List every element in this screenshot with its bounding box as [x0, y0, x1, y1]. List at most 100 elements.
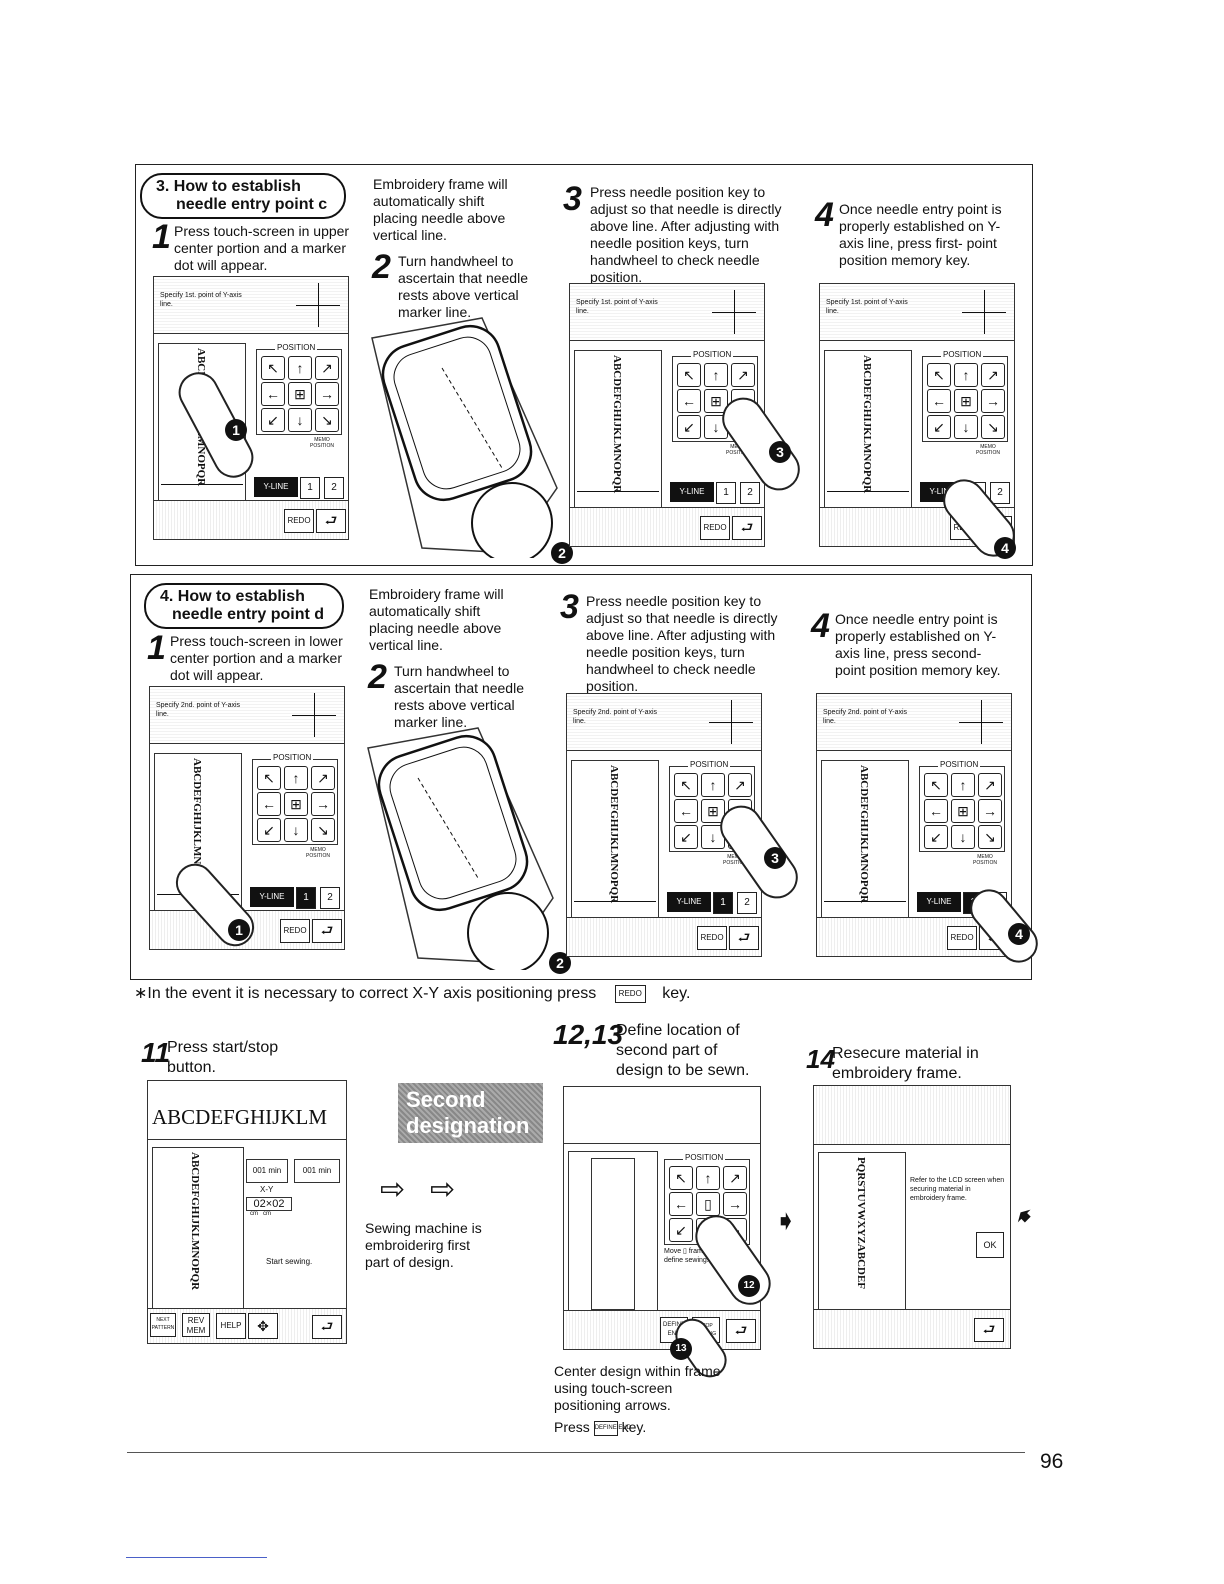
y-line-button[interactable]: Y-LINE	[670, 482, 714, 502]
memory-key-1[interactable]: 1	[713, 892, 733, 914]
arrow-down-left-icon[interactable]: ↙	[257, 818, 281, 842]
arrow-up-icon[interactable]: ↑	[701, 773, 725, 797]
arrow-up-left-icon[interactable]: ↖	[674, 773, 698, 797]
layout-icon[interactable]: ✥	[248, 1313, 278, 1339]
memory-key-2[interactable]: 2	[740, 482, 760, 504]
arrow-up-right-icon[interactable]: ↗	[311, 766, 335, 790]
design-preview[interactable]: ABCDEFGHIJKLMNOPQR	[152, 1147, 244, 1309]
y-line-button[interactable]: Y-LINE	[254, 477, 298, 497]
lcd-screen-define[interactable]: POSITION ↖ ↑ ↗ ← ▯ → ↙ ↓ ↘ Move ▯ frame …	[563, 1086, 761, 1350]
design-preview[interactable]: ABCDEFGHIJKLMNOPQR	[571, 760, 659, 926]
arrow-up-right-icon[interactable]: ↗	[728, 773, 752, 797]
memory-key-1[interactable]: 1	[296, 887, 316, 909]
arrow-down-left-icon[interactable]: ↙	[677, 415, 701, 439]
rev-mem-button[interactable]: REV MEM	[182, 1313, 210, 1337]
design-preview[interactable]: ABCDEFGHIJKLMNOPQR	[821, 760, 909, 926]
arrow-down-left-icon[interactable]: ↙	[261, 408, 285, 432]
arrow-up-icon[interactable]: ↑	[704, 363, 728, 387]
lcd-screen-secure[interactable]: PQRSTUVWXYZABCDEF Refer to the LCD scree…	[813, 1085, 1011, 1349]
design-preview[interactable]	[568, 1151, 658, 1315]
center-icon[interactable]: ⊞	[951, 799, 975, 823]
arrow-up-right-icon[interactable]: ↗	[981, 363, 1005, 387]
arrow-up-icon[interactable]: ↑	[954, 363, 978, 387]
lcd-screen-c1[interactable]: Specify 1st. point of Y-axis line. ABCDE…	[153, 276, 349, 540]
arrow-right-icon[interactable]: →	[978, 799, 1002, 823]
arrow-down-right-icon[interactable]: ↘	[311, 818, 335, 842]
return-icon[interactable]: ⮐	[729, 926, 759, 950]
arrow-down-icon[interactable]: ↓	[284, 818, 308, 842]
memory-key-2[interactable]: 2	[737, 892, 757, 914]
design-preview[interactable]: PQRSTUVWXYZABCDEF	[818, 1152, 906, 1312]
return-icon[interactable]: ⮐	[312, 1315, 342, 1339]
arrow-up-left-icon[interactable]: ↖	[677, 363, 701, 387]
arrow-down-icon[interactable]: ↓	[954, 415, 978, 439]
return-icon[interactable]: ⮐	[312, 919, 342, 943]
step11-text: Press start/stop button.	[167, 1038, 307, 1078]
design-letters: PQRSTUVWXYZABCDEF	[855, 1157, 867, 1289]
arrow-up-right-icon[interactable]: ↗	[723, 1166, 747, 1190]
y-line-button[interactable]: Y-LINE	[667, 892, 711, 912]
arrow-left-icon[interactable]: ←	[677, 389, 701, 413]
center-icon[interactable]: ▯	[696, 1192, 720, 1216]
arrow-up-right-icon[interactable]: ↗	[315, 356, 339, 380]
arrow-down-icon[interactable]: ↓	[951, 825, 975, 849]
crosshair-icon	[959, 700, 1003, 744]
arrow-up-icon[interactable]: ↑	[288, 356, 312, 380]
arrow-right-icon[interactable]: →	[315, 382, 339, 406]
next-pattern-button[interactable]: NEXT PATTERN	[150, 1313, 176, 1337]
memory-key-1[interactable]: 1	[300, 477, 320, 499]
memory-key-2[interactable]: 2	[990, 482, 1010, 504]
ok-button[interactable]: OK	[976, 1232, 1004, 1258]
center-icon[interactable]: ⊞	[288, 382, 312, 406]
arrow-right-icon[interactable]: →	[981, 389, 1005, 413]
arrow-down-left-icon[interactable]: ↙	[924, 825, 948, 849]
redo-button[interactable]: REDO	[947, 926, 977, 950]
arrow-left-icon[interactable]: ←	[674, 799, 698, 823]
arrow-left-icon[interactable]: ←	[261, 382, 285, 406]
redo-button[interactable]: REDO	[280, 919, 310, 943]
arrow-down-right-icon[interactable]: ↘	[978, 825, 1002, 849]
arrow-down-left-icon[interactable]: ↙	[927, 415, 951, 439]
memory-key-2[interactable]: 2	[324, 477, 344, 499]
lcd-hint: Specify 1st. point of Y-axis line.	[160, 291, 250, 309]
design-preview[interactable]: ABCDEFGHIJKLMNOPQR	[574, 350, 662, 516]
lcd-screen-sewing[interactable]: ABCDEFGHIJKLM ABCDEFGHIJKLMNOPQR 001 min…	[147, 1080, 347, 1344]
redo-button[interactable]: REDO	[700, 516, 730, 540]
arrow-down-right-icon[interactable]: ↘	[981, 415, 1005, 439]
arrow-right-icon[interactable]: →	[311, 792, 335, 816]
arrow-up-right-icon[interactable]: ↗	[978, 773, 1002, 797]
arrow-down-left-icon[interactable]: ↙	[674, 825, 698, 849]
arrow-up-icon[interactable]: ↑	[284, 766, 308, 790]
arrow-down-icon[interactable]: ↓	[288, 408, 312, 432]
arrow-up-left-icon[interactable]: ↖	[927, 363, 951, 387]
memory-key-1[interactable]: 1	[716, 482, 736, 504]
arrow-left-icon[interactable]: ←	[924, 799, 948, 823]
center-icon[interactable]: ⊞	[284, 792, 308, 816]
lcd-screen-d1[interactable]: Specify 2nd. point of Y-axis line. ABCDE…	[149, 686, 345, 950]
arrow-left-icon[interactable]: ←	[669, 1192, 693, 1216]
design-preview[interactable]: ABCDEFGHIJKLMNOPQR	[824, 350, 912, 516]
memory-key-2[interactable]: 2	[320, 887, 340, 909]
y-line-button[interactable]: Y-LINE	[250, 887, 294, 907]
return-icon[interactable]: ⮐	[316, 509, 346, 533]
return-icon[interactable]: ⮐	[732, 516, 762, 540]
arrow-up-left-icon[interactable]: ↖	[257, 766, 281, 790]
arrow-left-icon[interactable]: ←	[927, 389, 951, 413]
return-icon[interactable]: ⮐	[726, 1319, 756, 1343]
help-button[interactable]: HELP	[216, 1313, 246, 1339]
arrow-up-left-icon[interactable]: ↖	[669, 1166, 693, 1190]
arrow-up-left-icon[interactable]: ↖	[924, 773, 948, 797]
arrow-up-left-icon[interactable]: ↖	[261, 356, 285, 380]
arrow-down-left-icon[interactable]: ↙	[669, 1218, 693, 1242]
return-icon[interactable]: ⮐	[974, 1318, 1004, 1342]
arrow-up-icon[interactable]: ↑	[951, 773, 975, 797]
arrow-up-right-icon[interactable]: ↗	[731, 363, 755, 387]
redo-button[interactable]: REDO	[697, 926, 727, 950]
center-icon[interactable]: ⊞	[954, 389, 978, 413]
arrow-up-icon[interactable]: ↑	[696, 1166, 720, 1190]
redo-button[interactable]: REDO	[284, 509, 314, 533]
y-line-button[interactable]: Y-LINE	[917, 892, 961, 912]
arrow-left-icon[interactable]: ←	[257, 792, 281, 816]
arrow-right-icon[interactable]: →	[723, 1192, 747, 1216]
arrow-down-right-icon[interactable]: ↘	[315, 408, 339, 432]
